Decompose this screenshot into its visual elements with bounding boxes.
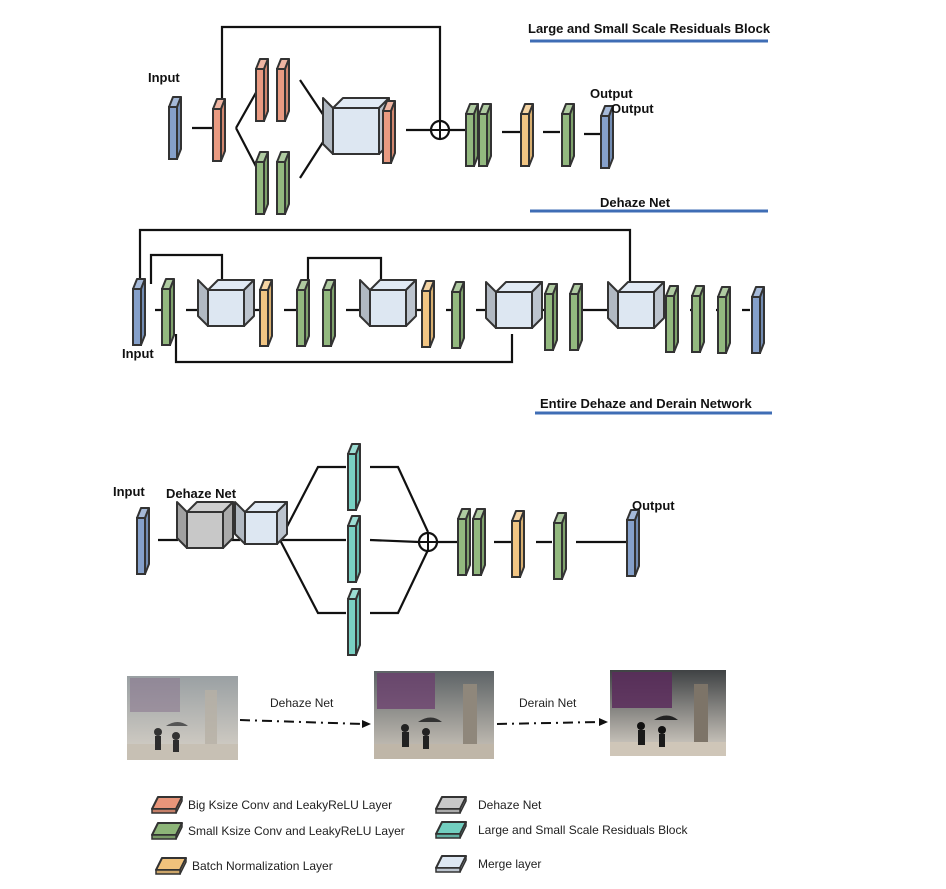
dehaze-merge-cube-1 [197,279,255,327]
legend-icons [151,796,467,875]
legend-merge-layer-icon [435,855,467,873]
block-output-label: Output [590,86,633,101]
legend-dehaze-net-label: Dehaze Net [478,798,542,812]
block-small-conv-1 [465,103,479,167]
block-big-conv-branch-1 [255,58,269,122]
legend-residual-block-icon [435,821,467,839]
dehaze-small-conv-5 [544,283,558,351]
dehaze-merge-cube-3 [485,281,543,329]
block-output-label-duplicate: Output [611,101,654,116]
entire-input-layer [136,507,150,575]
block-merge-cube [322,97,390,155]
block-big-conv-layer [212,98,226,162]
pipeline-arrow-2 [496,721,601,725]
dehaze-batch-norm-1 [259,279,273,347]
block-small-conv-branch-2 [276,151,290,215]
dehaze-merge-cube-2 [359,279,417,327]
layer-blocks [132,58,765,656]
legend-big-conv-icon [151,796,183,814]
dehaze-small-conv-6 [569,283,583,351]
dehaze-merge-cube-4 [607,281,665,329]
legend-small-conv-icon [151,822,183,840]
entire-residual-block-3 [347,588,361,656]
block-input-label: Input [148,70,180,85]
wire [280,538,420,544]
block-section-title: Large and Small Scale Residuals Block [528,21,771,36]
entire-output-layer [626,509,640,577]
pipeline-arrowhead-2 [599,718,608,726]
entire-output-label: Output [632,498,675,513]
add-merge-node [417,531,439,553]
entire-input-label: Input [113,484,145,499]
block-small-conv-branch-1 [255,151,269,215]
block-big-conv-after-merge [382,100,396,164]
entire-dehaze-net-cube [176,501,234,549]
dehaze-small-conv-1 [161,278,175,346]
dehaze-small-conv-2 [296,279,310,347]
wire [138,228,632,288]
pipeline-step-derain-label: Derain Net [519,696,577,710]
dehaze-small-conv-3 [322,279,336,347]
pipeline-arrowhead-1 [362,720,371,728]
dehazed-intermediate-photo [374,671,494,759]
legend-merge-layer-label: Merge layer [478,857,541,871]
dehaze-section-title: Dehaze Net [600,195,671,210]
wire [279,465,429,541]
block-input-layer [168,96,182,160]
legend-dehaze-net-icon [435,796,467,814]
dehaze-small-conv-4 [451,281,465,349]
add-merge-node [429,119,451,141]
entire-small-conv-2 [472,508,486,576]
dehaze-small-conv-9 [717,286,731,354]
wire [502,130,600,136]
block-big-conv-branch-2 [276,58,290,122]
dehaze-input-layer [132,278,146,346]
wire [174,334,514,364]
pipeline-arrow-1 [239,719,364,725]
dehaze-small-conv-7 [665,285,679,353]
dehaze-small-conv-8 [691,285,705,353]
dehaze-input-label: Input [122,346,154,361]
wire [220,25,442,120]
legend-batch-norm-icon [155,857,187,875]
entire-batch-norm [511,510,525,578]
rainy-hazy-input-photo [127,676,238,760]
dehaze-batch-norm-2 [421,280,435,348]
wire [306,256,383,290]
entire-residual-block-2 [347,515,361,583]
wire [279,539,429,615]
derained-output-photo [610,670,726,756]
entire-small-conv-3 [553,512,567,580]
dehaze-output-layer [751,286,765,354]
entire-residual-block-1 [347,443,361,511]
entire-small-conv-1 [457,508,471,576]
legend-residual-block-label: Large and Small Scale Residuals Block [478,823,688,837]
legend-batch-norm-label: Batch Normalization Layer [192,859,333,873]
block-small-conv-3 [561,103,575,167]
block-output-layer [600,105,614,169]
wire [149,253,224,288]
connection-lines [138,25,750,615]
entire-dehaze-net-label: Dehaze Net [166,486,237,501]
legend-big-conv-label: Big Ksize Conv and LeakyReLU Layer [188,798,392,812]
entire-section-title: Entire Dehaze and Derain Network [540,396,752,411]
pipeline-step-dehaze-label: Dehaze Net [270,696,334,710]
legend-small-conv-label: Small Ksize Conv and LeakyReLU Layer [188,824,405,838]
entire-merge-cube [234,501,288,545]
block-small-conv-2 [478,103,492,167]
block-batch-norm [520,103,534,167]
